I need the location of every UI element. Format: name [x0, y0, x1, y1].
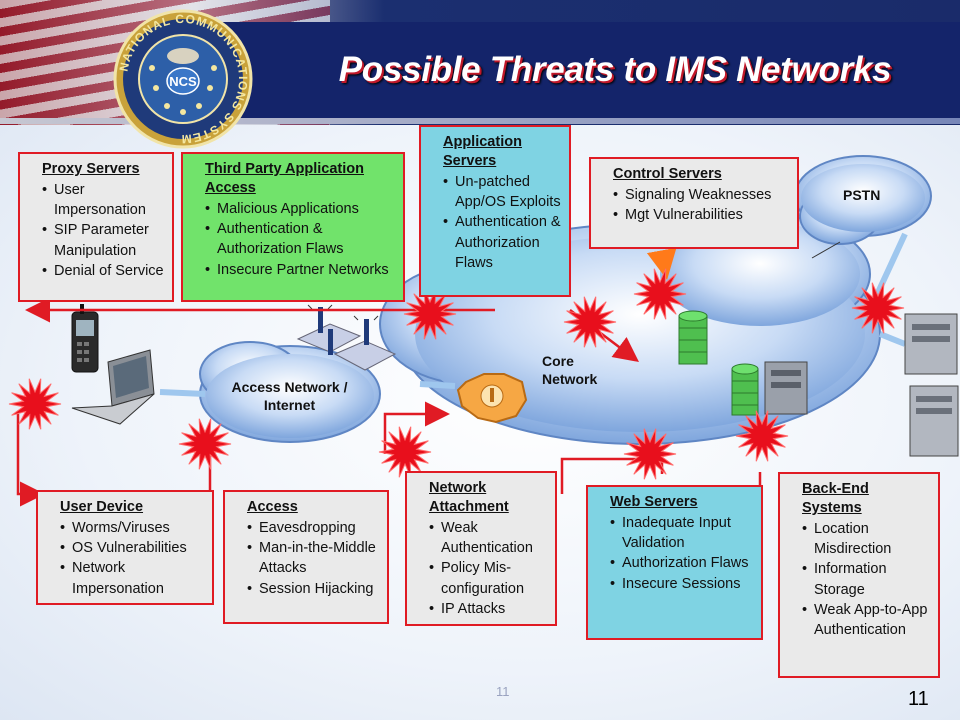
list-item: Denial of Service: [42, 261, 164, 282]
backend-servers-icon: [904, 313, 959, 457]
web-servers-box: Web Servers Inadequate Input Validation …: [586, 485, 763, 640]
list-item: Weak App-to-App Authentication: [802, 600, 930, 641]
ncs-seal-logo: NATIONAL COMMUNICATIONS SYSTEM NCS: [113, 9, 253, 149]
list-item: Eavesdropping: [247, 518, 379, 539]
list-item: Malicious Applications: [205, 199, 395, 220]
box-title: Web Servers: [610, 494, 698, 510]
threat-burst-icon: [378, 426, 432, 478]
core-network-label: Core Network: [542, 353, 598, 388]
slide-number: 11: [908, 688, 929, 710]
banner-bar: [150, 22, 960, 122]
list-item: Authentication & Authorization Flaws: [205, 219, 395, 260]
page-title: Possible Threats to IMS Networks: [338, 50, 892, 89]
list-item: Authentication & Authorization Flaws: [443, 212, 561, 273]
list-item: Location Misdirection: [802, 519, 930, 560]
list-item: Un-patched App/OS Exploits: [443, 172, 561, 213]
box-title: Proxy Servers: [42, 161, 140, 177]
list-item: Network Impersonation: [60, 558, 204, 599]
box-title: User Device: [60, 499, 144, 515]
list-item: Worms/Viruses: [60, 518, 204, 539]
list-item: Authorization Flaws: [610, 553, 753, 574]
list-item: Man-in-the-Middle Attacks: [247, 538, 379, 579]
access-network-cloud: [199, 341, 381, 443]
server-icon: [764, 361, 808, 415]
list-item: Session Hijacking: [247, 579, 379, 600]
pstn-label: PSTN: [843, 187, 881, 203]
back-end-systems-box: Back-End Systems Location Misdirection I…: [778, 472, 940, 678]
access-box: Access Eavesdropping Man-in-the-Middle A…: [223, 490, 389, 624]
threat-burst-icon: [851, 282, 905, 334]
threat-burst-markers: [8, 268, 905, 480]
network-links: [159, 232, 908, 397]
threat-burst-icon: [563, 296, 617, 348]
svg-text:NCS: NCS: [169, 74, 197, 89]
threat-burst-icon: [623, 428, 677, 480]
pstn-cloud: [794, 155, 932, 245]
network-attachment-box: Network Attachment Weak Authentication P…: [405, 471, 557, 626]
list-item: OS Vulnerabilities: [60, 538, 204, 559]
list-item: SIP Parameter Manipulation: [42, 220, 164, 261]
threat-burst-icon: [178, 418, 232, 470]
list-item: Insecure Sessions: [610, 574, 753, 595]
box-title: Control Servers: [613, 166, 722, 182]
list-item: User Impersonation: [42, 180, 164, 221]
control-servers-box: Control Servers Signaling Weaknesses Mgt…: [589, 157, 799, 249]
access-network-label: Access Network / Internet: [231, 379, 348, 414]
list-item: Inadequate Input Validation: [610, 513, 753, 554]
third-party-access-box: Third Party Application Access Malicious…: [181, 152, 405, 302]
database-icon: [731, 363, 759, 416]
list-item: IP Attacks: [429, 599, 547, 620]
box-title: Application Servers: [443, 134, 522, 169]
box-title: Third Party Application Access: [205, 161, 364, 196]
slide-number-footer: 11: [496, 684, 510, 699]
list-item: Information Storage: [802, 559, 930, 600]
list-item: Signaling Weaknesses: [613, 185, 789, 206]
user-device-box: User Device Worms/Viruses OS Vulnerabili…: [36, 490, 214, 605]
box-title: Back-End Systems: [802, 481, 869, 516]
banner-bottom-strip: [0, 118, 960, 124]
list-item: Mgt Vulnerabilities: [613, 205, 789, 226]
laptop-icon: [71, 349, 155, 425]
wireless-tower-icons: [296, 304, 397, 371]
threat-burst-icon: [633, 268, 687, 320]
proxy-servers-box: Proxy Servers User Impersonation SIP Par…: [18, 152, 174, 302]
box-title: Network Attachment: [429, 480, 509, 515]
router-icon: [456, 373, 528, 424]
threat-burst-icon: [403, 288, 457, 340]
application-servers-box: Application Servers Un-patched App/OS Ex…: [419, 125, 571, 297]
mobile-phone-icon: [71, 304, 99, 373]
box-title: Access: [247, 499, 298, 515]
list-item: Insecure Partner Networks: [205, 260, 395, 281]
threat-burst-icon: [735, 410, 789, 462]
database-icon: [678, 310, 708, 365]
list-item: Policy Mis-configuration: [429, 558, 547, 599]
list-item: Weak Authentication: [429, 518, 547, 559]
threat-burst-icon: [8, 378, 62, 430]
